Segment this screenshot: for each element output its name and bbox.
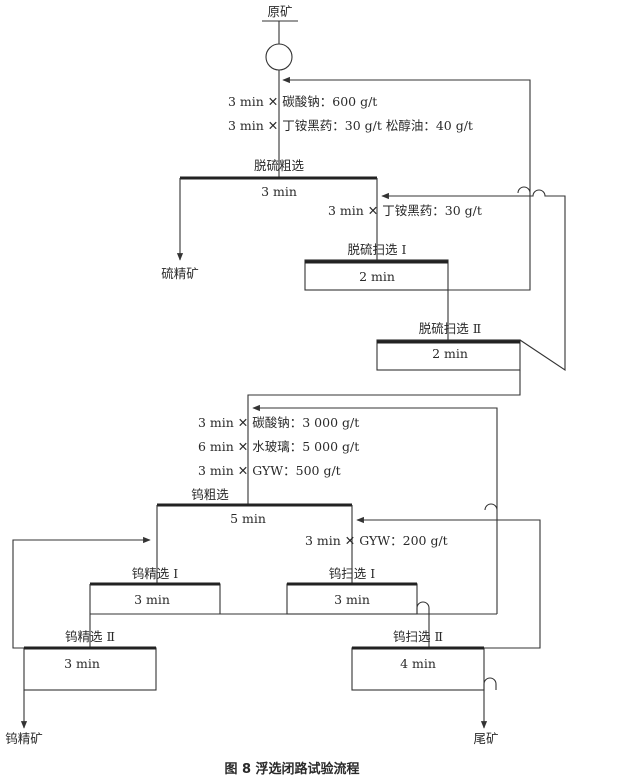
desulfur-scav2-label: 脱硫扫选 Ⅱ — [419, 321, 481, 336]
tungsten-reagent-3: 3 min ✕ GYW：500 g/t — [198, 463, 341, 478]
desulfur-reagent-2: 3 min ✕ 丁铵黑药：30 g/t 松醇油：40 g/t — [228, 118, 473, 133]
desulfur-scav2-conc-return — [381, 189, 566, 372]
sulfur-conc-product: 硫精矿 — [161, 266, 199, 281]
desulfur-scav1-time: 2 min — [359, 269, 395, 284]
tungsten-scav1-tail — [416, 601, 430, 648]
tungsten-reagent-2: 6 min ✕ 水玻璃：5 000 g/t — [198, 439, 359, 454]
desulfur-scav1-cell — [304, 259, 449, 291]
figure-caption: 图 8 浮选闭路试验流程 — [224, 761, 359, 777]
tungsten-clean1-label: 钨精选 Ⅰ — [132, 566, 178, 581]
tungsten-scav2-conc-return — [356, 516, 541, 649]
tungsten-scav1-conc-return — [253, 408, 498, 614]
tailings-product: 尾矿 — [473, 731, 498, 746]
tungsten-scav1-time: 3 min — [334, 592, 370, 607]
desulfur-scav2-time: 2 min — [432, 346, 468, 361]
tungsten-scav2-time: 4 min — [400, 656, 436, 671]
tungsten-clean2-return — [12, 536, 151, 649]
tungsten-reagent-1: 3 min ✕ 碳酸钠：3 000 g/t — [198, 415, 359, 430]
desulfur-rougher-time: 3 min — [261, 184, 297, 199]
desulfur-rougher-label: 脱硫粗选 — [254, 158, 305, 173]
tungsten-scav2-label: 钨扫选 Ⅱ — [393, 629, 443, 644]
desulfur-scav2-tail — [247, 370, 521, 505]
ore-label: 原矿 — [267, 4, 292, 19]
tungsten-clean2-time: 3 min — [64, 656, 100, 671]
desulfur-reagent-1: 3 min ✕ 碳酸钠：600 g/t — [228, 94, 377, 109]
desulfur-scav1-label: 脱硫扫选 Ⅰ — [348, 242, 407, 257]
desulfur-scav-reagent: 3 min ✕ 丁铵黑药：30 g/t — [328, 203, 482, 218]
tungsten-rougher-label: 钨粗选 — [191, 487, 229, 502]
desulfur-scav1-conc-return — [283, 80, 531, 291]
grinding-circle — [265, 43, 293, 71]
tungsten-scav-reagent: 3 min ✕ GYW：200 g/t — [305, 533, 448, 548]
tailings-line — [484, 677, 497, 728]
desulfur-scav2-cell — [376, 339, 521, 371]
tungsten-scav1-label: 钨扫选 Ⅰ — [329, 566, 375, 581]
tungsten-conc-product: 钨精矿 — [5, 731, 43, 746]
tungsten-clean1-time: 3 min — [134, 592, 170, 607]
tungsten-clean2-label: 钨精选 Ⅱ — [65, 629, 115, 644]
tungsten-rougher-time: 5 min — [230, 511, 266, 526]
